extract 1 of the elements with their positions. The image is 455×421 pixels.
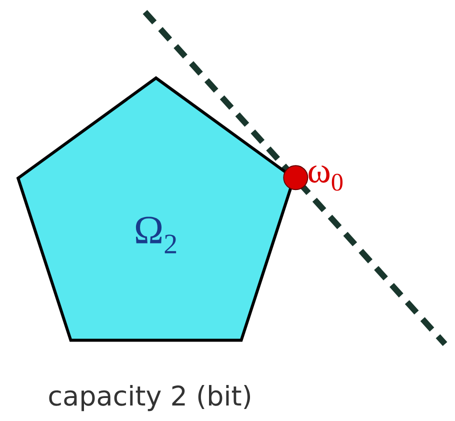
caption: capacity 2 (bit) — [49, 384, 250, 412]
